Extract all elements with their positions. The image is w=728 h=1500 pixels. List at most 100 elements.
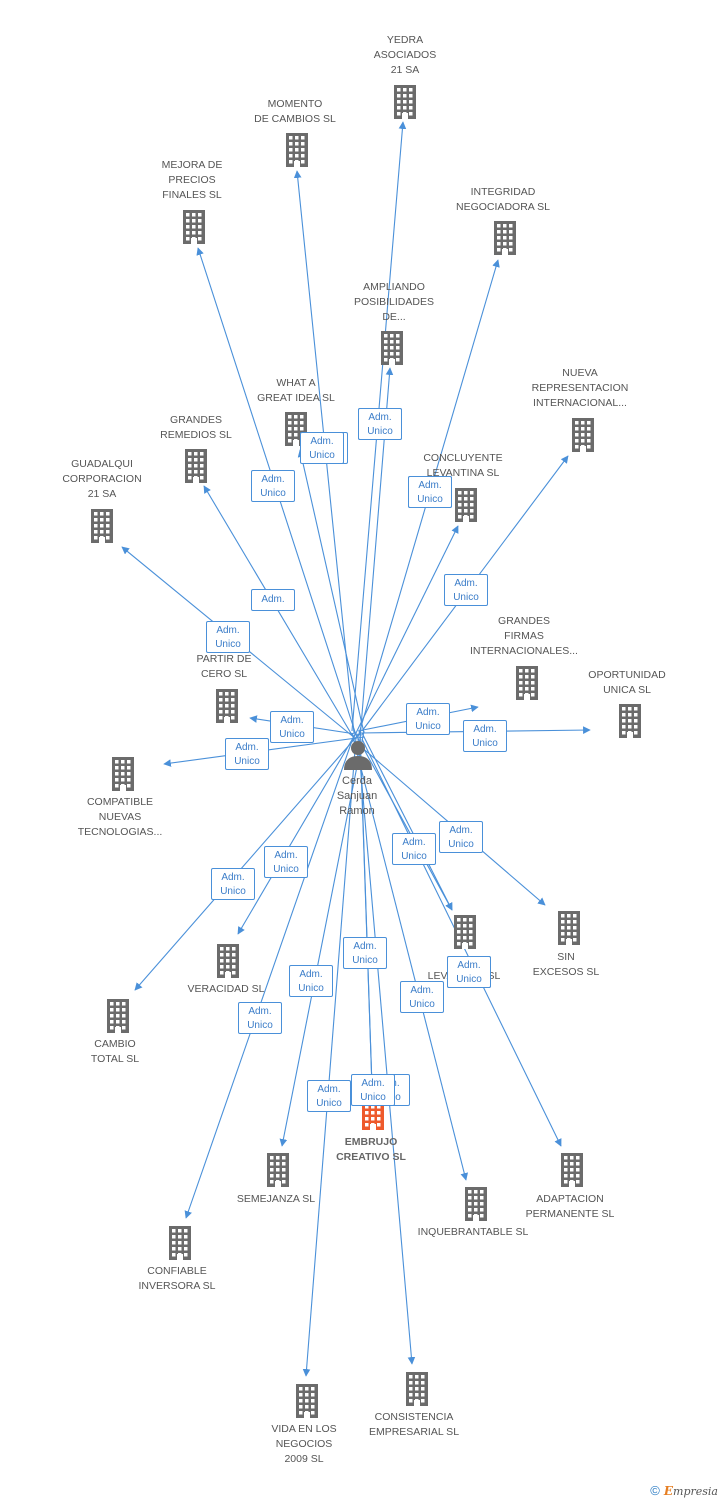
role-badge[interactable]: Adm. Unico <box>251 470 295 502</box>
building-icon <box>185 449 207 483</box>
company-node-confiable[interactable] <box>165 1226 195 1265</box>
company-label[interactable]: EMBRUJO CREATIVO SL <box>336 1136 406 1163</box>
role-badge[interactable]: Adm. Unico <box>225 738 269 770</box>
company-label[interactable]: SEMEJANZA SL <box>236 1193 316 1205</box>
company-label[interactable]: CONSISTENCIA EMPRESARIAL SL <box>368 1411 460 1438</box>
role-badge[interactable]: Adm. Unico <box>463 720 507 752</box>
role-badge[interactable]: Adm. Unico <box>408 476 452 508</box>
role-badge[interactable]: Adm. Unico <box>270 711 314 743</box>
company-node-consistencia[interactable] <box>402 1372 432 1411</box>
edge-to-todo-lev <box>353 730 453 911</box>
role-badge[interactable]: Adm. Unico <box>211 868 255 900</box>
company-node-grandes-firmas[interactable] <box>512 666 542 705</box>
building-icon <box>267 1153 289 1187</box>
company-node-momento[interactable] <box>282 133 312 172</box>
role-badge[interactable]: Adm. Unico <box>238 1002 282 1034</box>
company-label[interactable]: COMPATIBLE NUEVAS TECNOLOGIAS... <box>77 796 163 838</box>
building-icon <box>217 944 239 978</box>
building-icon <box>381 331 403 365</box>
role-badge[interactable]: Adm. Unico <box>444 574 488 606</box>
company-node-ampliando[interactable] <box>377 331 407 370</box>
edge-to-confiable <box>184 734 355 1219</box>
company-label[interactable]: SIN EXCESOS SL <box>532 951 600 978</box>
role-badge[interactable]: Adm. Unico <box>392 833 436 865</box>
company-node-partir[interactable] <box>212 689 242 728</box>
building-icon <box>406 1372 428 1406</box>
company-label[interactable]: INQUEBRANTABLE SL <box>417 1226 529 1238</box>
edge-to-concluyente <box>353 525 459 738</box>
company-node-guadalqui[interactable] <box>87 509 117 548</box>
role-badge[interactable]: Adm. Unico <box>400 981 444 1013</box>
building-icon <box>169 1226 191 1260</box>
role-badge[interactable]: Adm. Unico <box>300 432 344 464</box>
edge-to-semejanza <box>279 730 365 1147</box>
role-badge[interactable]: Adm. Unico <box>351 1074 395 1106</box>
building-icon <box>465 1187 487 1221</box>
edge-to-vida <box>302 736 357 1377</box>
company-label[interactable]: ADAPTACION PERMANENTE SL <box>525 1193 615 1220</box>
company-label[interactable]: NUEVA REPRESENTACION INTERNACIONAL... <box>531 367 629 409</box>
company-label[interactable]: GUADALQUI CORPORACION 21 SA <box>62 458 142 500</box>
footer-brand: ©Empresia <box>650 1483 718 1498</box>
company-node-yedra[interactable] <box>390 85 420 124</box>
role-badge[interactable]: Adm. Unico <box>406 703 450 735</box>
company-label[interactable]: AMPLIANDO POSIBILIDADES DE... <box>354 281 434 323</box>
company-node-nueva[interactable] <box>568 418 598 457</box>
person-node[interactable] <box>342 738 374 772</box>
company-node-adaptacion[interactable] <box>557 1153 587 1192</box>
role-badge[interactable]: Adm. Unico <box>447 956 491 988</box>
company-label[interactable]: OPORTUNIDAD UNICA SL <box>588 669 666 696</box>
role-badge[interactable]: Adm. Unico <box>343 937 387 969</box>
company-node-cambio[interactable] <box>103 999 133 1038</box>
role-badge[interactable]: Adm. Unico <box>289 965 333 997</box>
company-label[interactable]: GRANDES REMEDIOS SL <box>160 414 232 441</box>
company-label[interactable]: INTEGRIDAD NEGOCIADORA SL <box>456 186 550 213</box>
company-label[interactable]: WHAT A GREAT IDEA SL <box>257 377 335 404</box>
person-label[interactable]: Cerda Sanjuan Ramon <box>336 775 378 817</box>
edge-to-cambio <box>134 734 359 991</box>
building-icon <box>183 210 205 244</box>
company-label[interactable]: CAMBIO TOTAL SL <box>90 1038 140 1065</box>
building-icon <box>454 915 476 949</box>
company-node-inquebrantable[interactable] <box>461 1187 491 1226</box>
building-icon <box>572 418 594 452</box>
company-node-oportunidad[interactable] <box>615 704 645 743</box>
edge-to-embrujo <box>359 730 376 1088</box>
company-node-compatible[interactable] <box>108 757 138 796</box>
building-icon <box>455 488 477 522</box>
role-badge[interactable]: Adm. Unico <box>307 1080 351 1112</box>
company-label[interactable]: YEDRA ASOCIADOS 21 SA <box>373 34 437 76</box>
role-badge[interactable]: Adm. <box>251 589 295 611</box>
company-node-mejora[interactable] <box>179 210 209 249</box>
building-icon <box>107 999 129 1033</box>
company-node-concluyente[interactable] <box>451 488 481 527</box>
company-label[interactable]: CONFIABLE INVERSORA SL <box>138 1265 216 1292</box>
brand-name: mpresia <box>673 1485 718 1498</box>
role-badge[interactable]: Adm. Unico <box>206 621 250 653</box>
company-node-semejanza[interactable] <box>263 1153 293 1192</box>
company-label[interactable]: VERACIDAD SL <box>187 983 265 995</box>
company-label[interactable]: MEJORA DE PRECIOS FINALES SL <box>161 159 223 201</box>
role-badge[interactable]: Adm. Unico <box>439 821 483 853</box>
building-icon <box>494 221 516 255</box>
company-label[interactable]: VIDA EN LOS NEGOCIOS 2009 SL <box>271 1423 337 1465</box>
edge-to-whatagreat <box>297 449 365 734</box>
company-node-veracidad[interactable] <box>213 944 243 983</box>
building-icon <box>216 689 238 723</box>
building-icon <box>561 1153 583 1187</box>
company-node-grandes-rem[interactable] <box>181 449 211 488</box>
edge-to-inquebrantable <box>351 732 469 1181</box>
company-node-vida[interactable] <box>292 1384 322 1423</box>
company-node-sin-excesos[interactable] <box>554 911 584 950</box>
person-icon <box>344 741 372 770</box>
edge-to-todo-lev <box>361 732 453 911</box>
role-badge[interactable]: Adm. Unico <box>358 408 402 440</box>
building-icon <box>112 757 134 791</box>
company-label[interactable]: PARTIR DE CERO SL <box>196 653 252 680</box>
company-label[interactable]: MOMENTO DE CAMBIOS SL <box>254 98 336 125</box>
company-node-todo-lev[interactable] <box>450 915 480 954</box>
company-label[interactable]: GRANDES FIRMAS INTERNACIONALES... <box>470 615 578 657</box>
company-node-integridad[interactable] <box>490 221 520 260</box>
role-badge[interactable]: Adm. Unico <box>264 846 308 878</box>
brand-initial: E <box>663 1484 674 1498</box>
